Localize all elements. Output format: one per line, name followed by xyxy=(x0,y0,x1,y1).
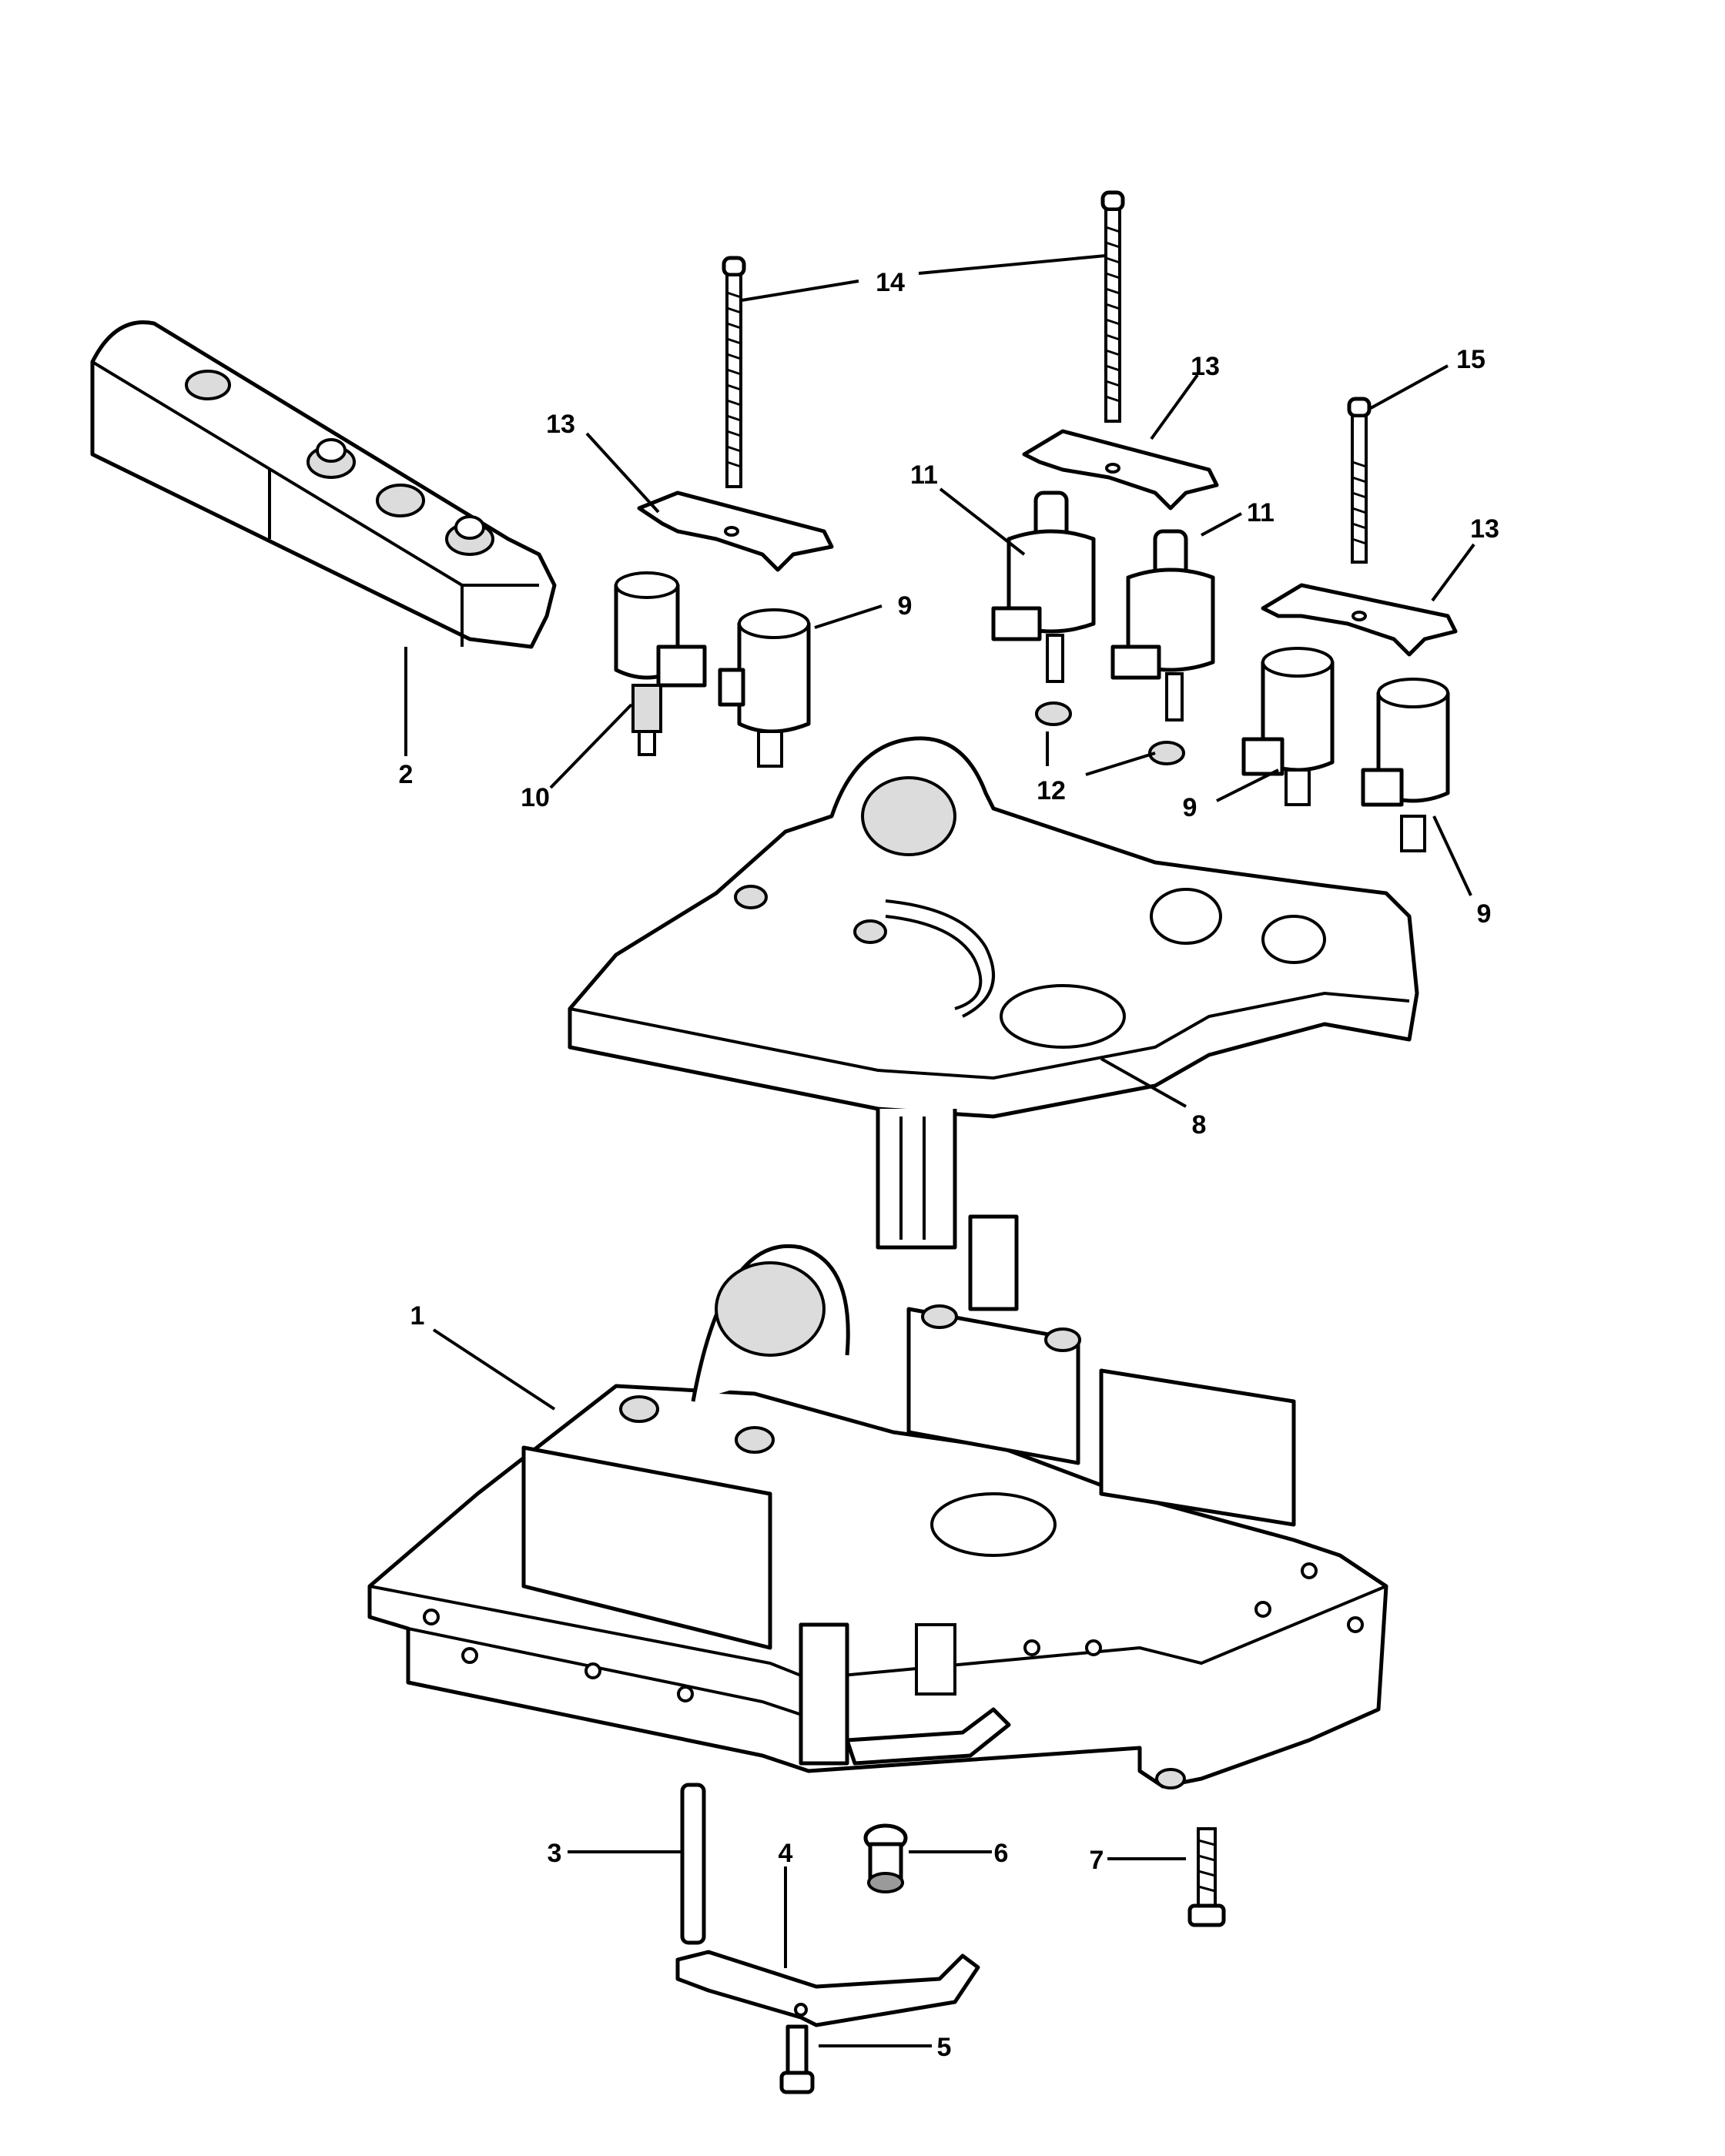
part-12-filter-b xyxy=(1148,741,1185,765)
callout-13-c: 13 xyxy=(1470,514,1499,544)
part-2-connector-cover xyxy=(90,320,557,649)
part-12-filter-a xyxy=(1035,701,1072,726)
callout-3: 3 xyxy=(548,1839,562,1868)
callout-6: 6 xyxy=(994,1839,1009,1868)
part-1-valve-body xyxy=(367,1214,1388,1789)
part-4-lever xyxy=(675,1950,980,2027)
callout-8: 8 xyxy=(1192,1110,1207,1140)
callout-9-b: 9 xyxy=(1183,793,1197,822)
part-10-solenoid xyxy=(614,571,707,756)
callout-10: 10 xyxy=(521,783,550,812)
leader-lines xyxy=(404,254,1475,2047)
callout-2: 2 xyxy=(399,760,414,789)
callout-13-a: 13 xyxy=(546,410,575,439)
callout-15: 15 xyxy=(1456,345,1486,374)
callout-5: 5 xyxy=(937,2033,952,2062)
callout-7: 7 xyxy=(1090,1846,1104,1875)
callout-11-a: 11 xyxy=(910,460,938,490)
part-11-solenoid-b xyxy=(1110,529,1215,721)
callout-4: 4 xyxy=(779,1839,793,1868)
part-5-bolt xyxy=(779,2024,815,2094)
part-9-solenoid-c xyxy=(1361,678,1450,852)
part-6-plug xyxy=(863,1823,908,1893)
part-7-bolt xyxy=(1187,1827,1226,1927)
callout-12: 12 xyxy=(1037,776,1066,805)
callout-14: 14 xyxy=(876,268,905,297)
part-3-pin xyxy=(680,1783,706,1945)
callout-labels: 1 2 3 4 5 6 7 8 9 9 9 10 11 11 12 13 13 … xyxy=(399,268,1499,2062)
part-9-solenoid-b xyxy=(1241,647,1335,806)
callout-9-a: 9 xyxy=(898,591,913,621)
callout-13-b: 13 xyxy=(1191,352,1220,381)
part-8-conductor-plate xyxy=(568,736,1419,1250)
part-14-bolt-left xyxy=(722,256,746,488)
part-13-bracket-left xyxy=(637,490,834,572)
part-9-solenoid-a xyxy=(718,608,811,768)
part-15-bolt xyxy=(1347,397,1372,564)
part-11-solenoid-a xyxy=(991,490,1096,683)
callout-11-b: 11 xyxy=(1247,498,1274,527)
callout-9-c: 9 xyxy=(1477,899,1492,929)
callout-1: 1 xyxy=(410,1301,425,1331)
part-13-bracket-right xyxy=(1261,583,1458,657)
part-14-bolt-center xyxy=(1100,190,1125,423)
part-13-bracket-center xyxy=(1022,429,1219,511)
